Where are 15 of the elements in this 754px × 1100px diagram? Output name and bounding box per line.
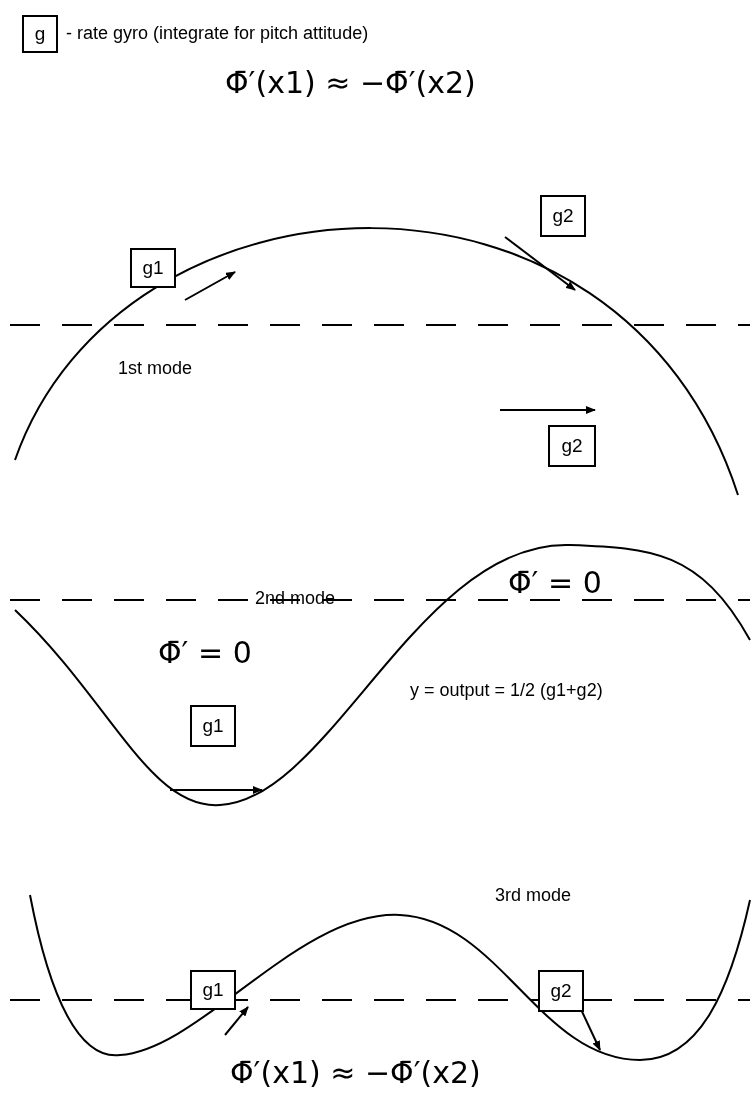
note-text: y = output = 1/2 (g1+g2) bbox=[410, 680, 603, 701]
formula-text: Φ̄′(x1) ≈ −Φ̄′(x2) bbox=[225, 65, 476, 100]
gyro-box: g1 bbox=[130, 248, 176, 288]
mode-label: 3rd mode bbox=[495, 885, 572, 906]
gyro-description: - rate gyro (integrate for pitch attitude) bbox=[66, 23, 369, 44]
gyro-box: g2 bbox=[548, 425, 596, 467]
mode-label: 1st mode bbox=[118, 358, 193, 379]
formula-text: Φ̄′ = 0 bbox=[158, 635, 252, 670]
gyro-box: g2 bbox=[540, 195, 586, 237]
gyro-box: g1 bbox=[190, 705, 236, 747]
gyro-box: g bbox=[22, 15, 58, 53]
formula-text: Φ̄′(x1) ≈ −Φ̄′(x2) bbox=[230, 1055, 481, 1090]
gyro-box: g1 bbox=[190, 970, 236, 1010]
formula-text: Φ̄′ = 0 bbox=[508, 565, 602, 600]
gyro-box: g2 bbox=[538, 970, 584, 1012]
